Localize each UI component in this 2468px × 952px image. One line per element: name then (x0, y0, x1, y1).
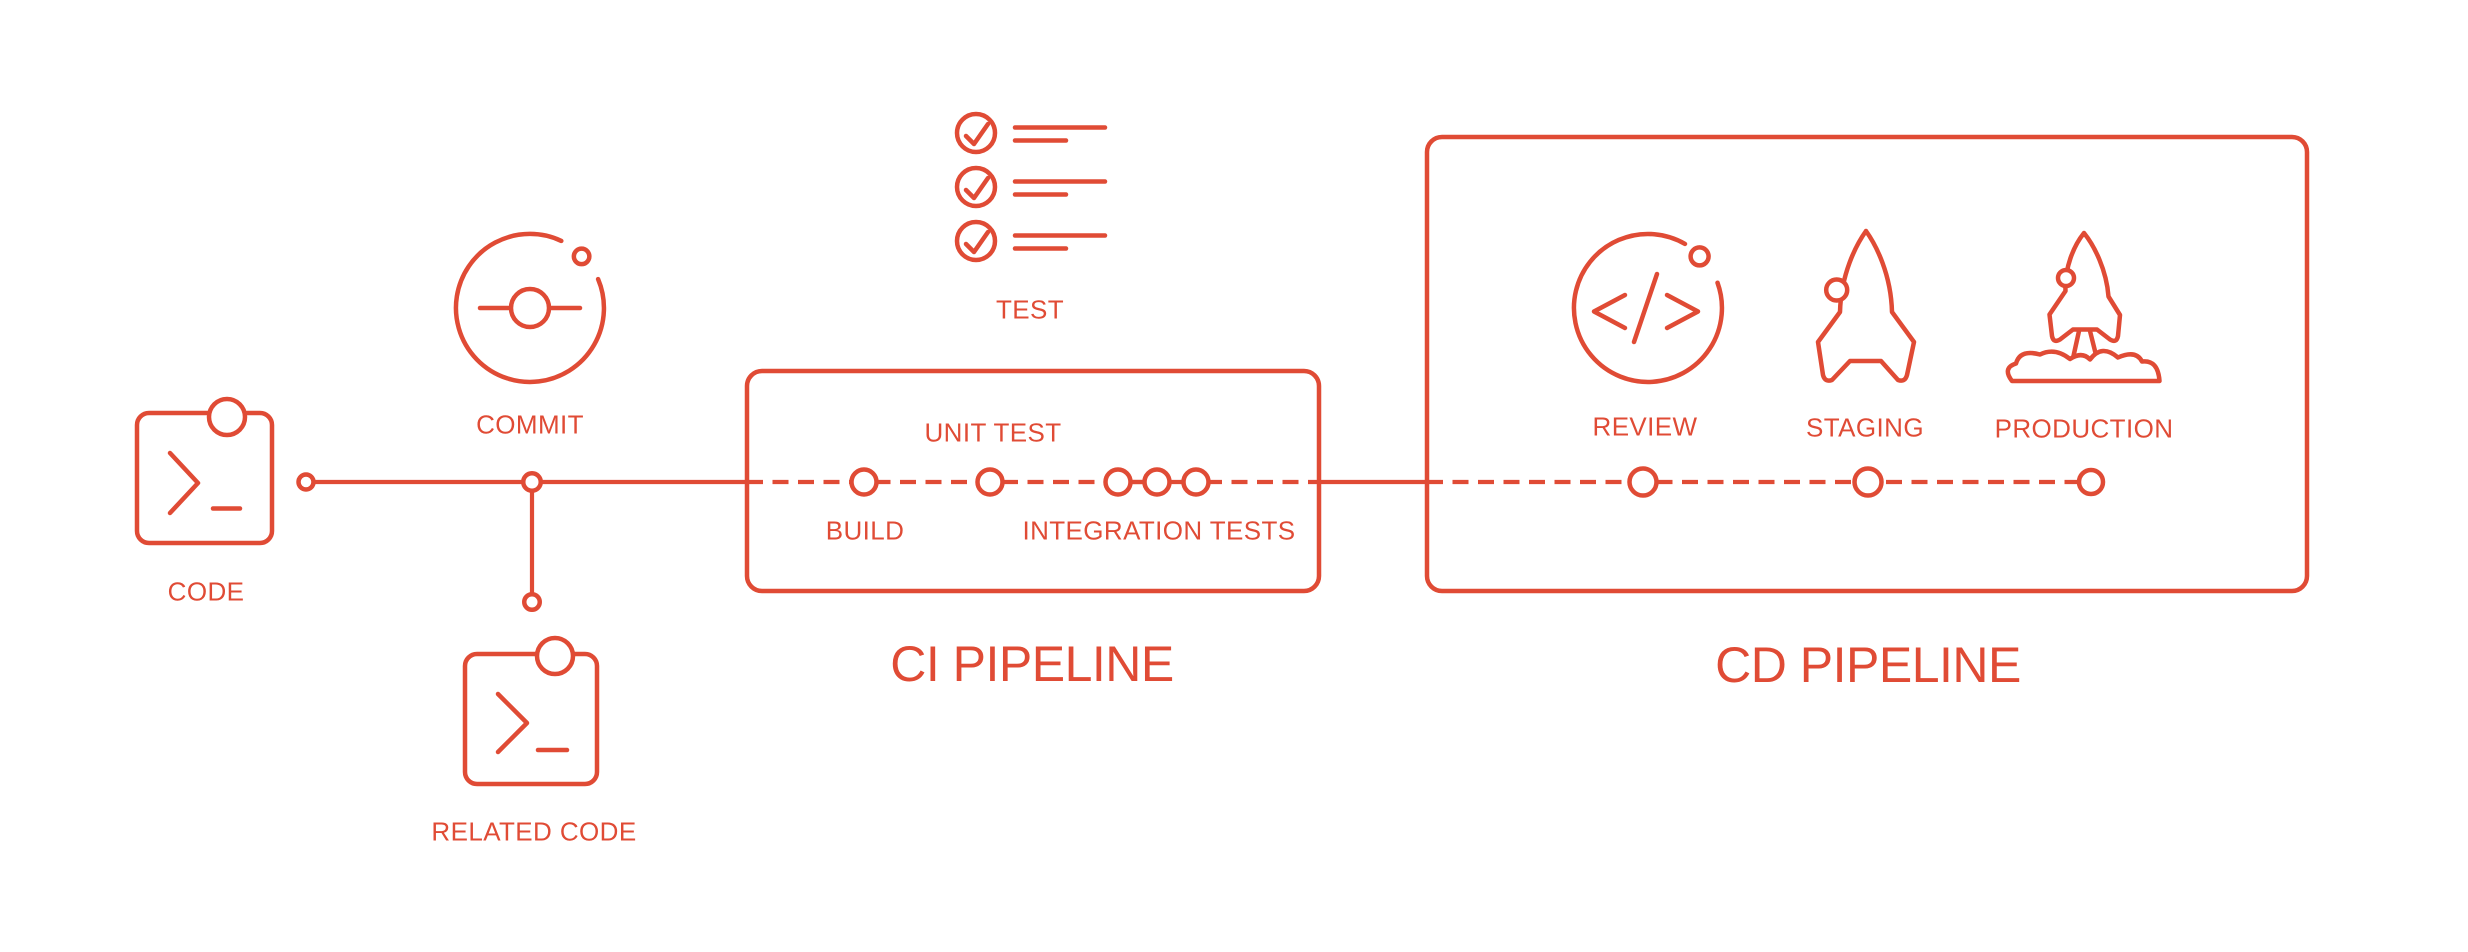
integration-node-2 (1142, 467, 1172, 497)
cd-box-border (1424, 134, 2310, 594)
related-code-icon (462, 635, 600, 787)
review-orbit-dot (1688, 245, 1711, 268)
ci-pipeline-title: CI PIPELINE (890, 636, 1174, 692)
cd-pipeline-box (1424, 134, 2310, 594)
review-node (1627, 466, 1659, 498)
review-circle-arc (1571, 231, 1725, 385)
integration-tests-label: INTEGRATION TESTS (1022, 515, 1296, 546)
code-icon (134, 396, 275, 546)
production-rocket-body (2047, 230, 2123, 368)
staging-rocket-window (1823, 277, 1850, 303)
review-open-bracket (1591, 292, 1628, 331)
commit-orbit-dot (571, 246, 592, 267)
review-close-bracket (1664, 292, 1701, 331)
code-window (134, 410, 275, 546)
review-label: REVIEW (1592, 411, 1698, 442)
staging-label: STAGING (1806, 412, 1924, 443)
build-node (849, 467, 879, 497)
cd-pipeline-title: CD PIPELINE (1715, 637, 2021, 693)
commit-orbit-arc (453, 231, 607, 385)
commit-icon (453, 231, 607, 385)
code-label: CODE (167, 576, 245, 607)
test-label: TEST (995, 294, 1065, 325)
build-label: BUILD (825, 515, 905, 546)
checkmark-icon (963, 229, 991, 255)
check-circle-icon (954, 219, 998, 263)
commit-center-circle (508, 286, 552, 330)
production-rocket-window (2055, 267, 2077, 289)
checkmark-icon (963, 175, 991, 201)
related-code-pin-circle (534, 635, 576, 677)
check-circle-icon (954, 111, 998, 155)
start-node (296, 472, 316, 492)
production-rocket-icon (2005, 230, 2162, 384)
production-label: PRODUCTION (1994, 413, 2174, 444)
launch-cloud (2005, 348, 2162, 384)
integration-node-1 (1103, 467, 1133, 497)
test-checklist-icon (954, 111, 1108, 263)
staging-node (1852, 466, 1884, 498)
branch-end-node (522, 592, 542, 612)
related-code-label: RELATED CODE (431, 816, 637, 847)
unit-test-label: UNIT TEST (924, 417, 1062, 448)
related-code-prompt-chevron (495, 691, 530, 755)
staging-rocket-icon (1815, 228, 1917, 383)
review-slash (1631, 271, 1660, 345)
review-icon (1571, 231, 1725, 385)
pipeline-nodes (296, 466, 2106, 612)
related-code-window (462, 651, 600, 787)
checklist-row-3 (954, 219, 1108, 263)
check-circle-icon (954, 165, 998, 209)
checklist-row-1 (954, 111, 1108, 155)
integration-node-3 (1181, 467, 1211, 497)
checklist-row-2 (954, 165, 1108, 209)
commit-node (521, 471, 543, 493)
production-end-node (2076, 467, 2106, 497)
commit-label: COMMIT (476, 409, 584, 440)
code-pin-circle (206, 396, 248, 438)
code-prompt-chevron (167, 450, 201, 516)
checkmark-icon (963, 121, 991, 147)
unit-test-node (975, 467, 1005, 497)
staging-rocket-body (1815, 228, 1917, 383)
